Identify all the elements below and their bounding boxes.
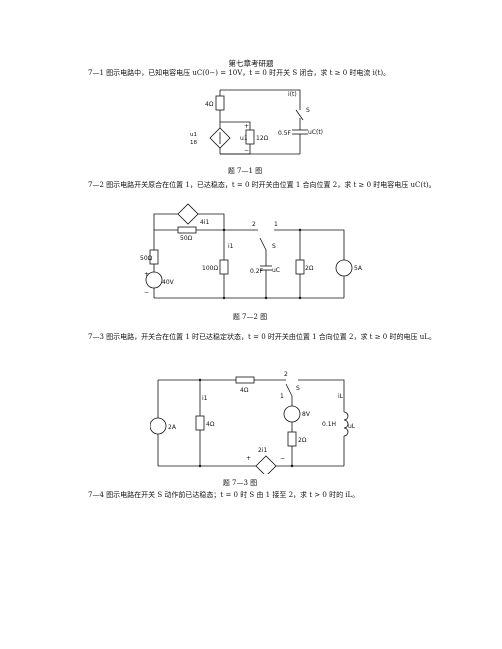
problem-text: 图示电路，开关合在位置 1 时已达稳定状态，t = 0 时开关由位置 1 合向位…	[106, 333, 436, 341]
circuit-figure-7-3: 4Ω 4Ω 2Ω 2A 8V 0.1H 2i1 i1 iL uL 2 1 S +…	[150, 371, 356, 474]
capacitor-voltage-label: uC(t)	[308, 129, 323, 136]
minus-sign: −	[280, 455, 285, 462]
switch-position-2: 2	[284, 371, 288, 378]
plus-sign: +	[244, 123, 249, 130]
problem-7-3: 7—3 图示电路，开关合在位置 1 时已达稳定状态，t = 0 时开关由位置 1…	[88, 332, 438, 343]
capacitor-label: 0.2F	[250, 268, 264, 275]
inductor-voltage-label: uL	[348, 423, 356, 430]
current-source-label: 5A	[354, 265, 363, 272]
current-i1-label: i1	[202, 395, 208, 402]
capacitor-voltage-label: uC	[272, 267, 280, 274]
switch-label: S	[272, 243, 276, 250]
resistor-50ohm-left-label: 50Ω	[140, 255, 153, 262]
dep-source-numerator: u1	[190, 132, 197, 138]
resistor-2ohm-label: 2Ω	[305, 265, 314, 272]
problem-7-4: 7—4 图示电路在开关 S 动作前已达稳态；t = 0 时 S 由 1 接至 2…	[88, 490, 438, 501]
current-label: i(t)	[288, 91, 297, 98]
switch-label: S	[306, 107, 310, 114]
dep-source-denominator: 18	[190, 140, 197, 146]
resistor-2ohm-label: 2Ω	[298, 437, 307, 444]
inductor-current-label: iL	[338, 393, 344, 400]
problem-number: 7—2	[88, 181, 104, 189]
resistor-4ohm-label: 4Ω	[205, 101, 214, 108]
switch-blade	[259, 237, 267, 251]
plus-sign: +	[144, 271, 149, 278]
problem-number: 7—4	[88, 491, 104, 499]
capacitor-label: 0.5F	[278, 130, 292, 137]
switch-label: S	[296, 385, 300, 392]
plus-sign: +	[246, 455, 251, 462]
resistor-4ohm-top-label: 4Ω	[240, 387, 249, 394]
resistor-100ohm-label: 100Ω	[202, 265, 218, 272]
problem-number: 7—1	[88, 69, 104, 77]
current-i1-label: i1	[228, 243, 234, 250]
dep-source-label: 4i1	[200, 219, 209, 226]
switch-position-1: 1	[280, 393, 284, 400]
inductor-label: 0.1H	[322, 421, 336, 428]
voltage-u1-label: u1	[240, 135, 248, 142]
minus-sign: −	[244, 147, 249, 154]
voltage-source-label: 40V	[162, 279, 175, 286]
problem-7-2: 7—2 图示电路开关原合在位置 1，已达稳态，t = 0 时开关由位置 1 合向…	[88, 180, 438, 191]
problem-text: 图示电路在开关 S 动作前已达稳态；t = 0 时 S 由 1 接至 2，求 t…	[106, 491, 360, 499]
circuit-figure-7-2: 50Ω 50Ω 100Ω 2Ω 0.2F 40V 5A 4i1 i1 uC 2 …	[140, 203, 363, 300]
resistor-12ohm-label: 12Ω	[256, 135, 269, 142]
problem-7-1: 7—1 图示电路中，已知电容电压 uC(0−) = 10V，t = 0 时开关 …	[88, 68, 438, 79]
problem-text: 图示电路开关原合在位置 1，已达稳态，t = 0 时开关由位置 1 合向位置 2…	[106, 181, 436, 189]
switch-position-2: 2	[252, 221, 256, 228]
page-title: 第七章考研题	[228, 59, 274, 68]
switch-blade	[285, 383, 293, 397]
switch-blade	[295, 109, 304, 121]
caption-7-3: 题 7—3 图	[222, 479, 258, 487]
problem-number: 7—3	[88, 333, 104, 341]
minus-sign: −	[144, 289, 149, 296]
resistor-4ohm-left-label: 4Ω	[206, 421, 215, 428]
caption-7-2: 题 7—2 图	[232, 313, 268, 321]
dep-source-label: 2i1	[258, 447, 267, 454]
current-source-label: 2A	[168, 424, 177, 431]
circuit-figure-7-1: 4Ω 12Ω 0.5F uC(t) i(t) S u1 u1 18 + −	[190, 89, 323, 155]
switch-position-1: 1	[274, 221, 278, 228]
resistor-50ohm-top-label: 50Ω	[180, 235, 193, 242]
voltage-source-label: 8V	[302, 411, 311, 418]
problem-text: 图示电路中，已知电容电压 uC(0−) = 10V，t = 0 时开关 S 闭合…	[106, 69, 391, 77]
caption-7-1: 题 7—1 图	[227, 167, 263, 175]
